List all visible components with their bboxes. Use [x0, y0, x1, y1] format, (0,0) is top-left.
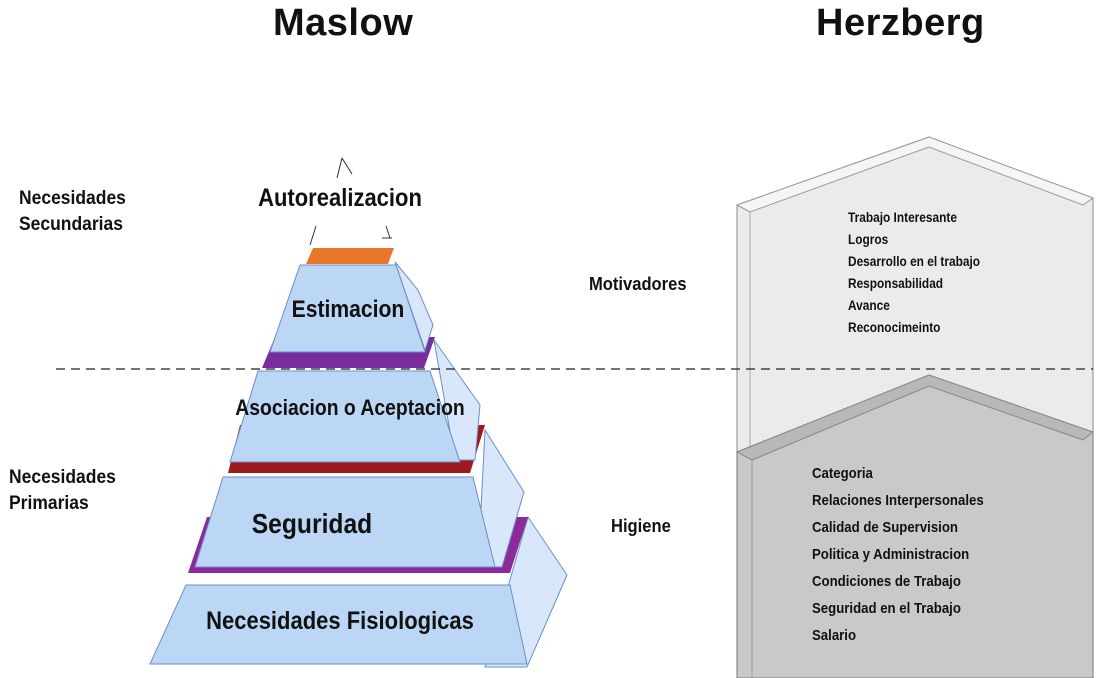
list-item: Seguridad en el Trabajo [812, 600, 961, 617]
hygiene-house [735, 374, 1095, 678]
pyramid-front-association [229, 370, 461, 463]
primary-needs-line-2: Primarias [9, 493, 89, 514]
pyramid-front-security [194, 476, 496, 568]
pyramid-apex [309, 157, 392, 246]
level-label-physiological: Necesidades Fisiologicas [206, 607, 474, 635]
list-item: Responsabilidad [848, 276, 944, 291]
primary-needs-line-1: Necesidades [9, 467, 116, 488]
maslow-title: Maslow [273, 2, 414, 44]
list-item: Relaciones Interpersonales [812, 492, 984, 509]
secondary-needs-line-2: Secundarias [19, 214, 123, 235]
primary-needs-label: Necesidades Primarias [9, 465, 116, 517]
secondary-needs-line-1: Necesidades [19, 188, 126, 209]
pyramid-front-physiological [149, 584, 528, 665]
secondary-needs-label: Necesidades Secundarias [19, 186, 126, 238]
list-item: Avance [848, 298, 890, 313]
pyramid-side-association [433, 339, 481, 461]
list-item: Politica y Administracion [812, 546, 970, 563]
pyramid-level-esteem [269, 248, 434, 353]
pyramid-band-esteem [306, 248, 394, 264]
hygiene-list: Categoria Relaciones Interpersonales Cal… [812, 460, 1007, 649]
list-item: Logros [848, 232, 889, 247]
motivators-list: Trabajo Interesante Logros Desarrollo en… [848, 207, 998, 339]
list-item: Reconocimeinto [848, 320, 941, 335]
list-item: Salario [812, 627, 857, 644]
list-item: Calidad de Supervision [812, 519, 958, 536]
motivators-house [735, 136, 1095, 456]
motivators-label: Motivadores [589, 274, 687, 294]
level-label-esteem: Estimacion [291, 296, 405, 323]
list-item: Condiciones de Trabajo [812, 573, 961, 590]
level-label-security: Seguridad [251, 508, 373, 539]
pyramid-front-esteem [269, 264, 426, 353]
hygiene-label: Higiene [611, 516, 671, 536]
list-item: Desarrollo en el trabajo [848, 254, 981, 269]
list-item: Trabajo Interesante [848, 210, 957, 225]
level-label-self-actualization: Autorealizacion [258, 184, 422, 212]
herzberg-title: Herzberg [816, 2, 985, 44]
list-item: Categoria [812, 465, 873, 482]
level-label-association: Asociacion o Aceptacion [235, 395, 465, 420]
